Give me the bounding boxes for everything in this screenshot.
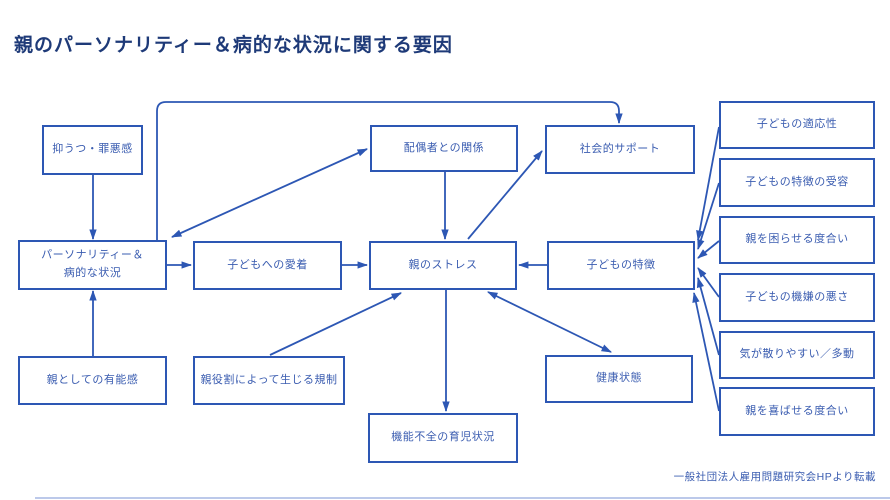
node-personality: パーソナリティー＆ 病的な状況 <box>18 240 167 290</box>
arrow-personality-to-social-support <box>156 101 623 240</box>
arrow-acceptance-to-childtraits <box>697 182 720 251</box>
node-parental-competence: 親としての有能感 <box>18 356 167 405</box>
node-dysfunctional-parenting: 機能不全の育児状況 <box>368 413 518 463</box>
node-moodiness: 子どもの機嫌の悪さ <box>719 273 875 322</box>
node-spouse-relationship: 配偶者との関係 <box>370 125 518 172</box>
source-citation: 一般社団法人雇用問題研究会HPより転載 <box>673 471 876 483</box>
arrow-stress-health-bidirectional <box>487 291 612 353</box>
page-title: 親のパーソナリティー＆病的な状況に関する要因 <box>14 35 453 56</box>
arrow-role-restrictions-to-stress <box>269 292 402 356</box>
arrow-distractibility-to-childtraits <box>696 276 720 356</box>
arrow-adaptability-to-childtraits <box>696 126 720 242</box>
node-child-attachment: 子どもへの愛着 <box>193 241 342 290</box>
node-depression: 抑うつ・罪悪感 <box>42 125 143 175</box>
node-health: 健康状態 <box>545 355 693 403</box>
node-distractibility: 気が散りやすい／多動 <box>719 331 875 379</box>
node-child-adaptability: 子どもの適応性 <box>719 101 875 149</box>
node-parent-stress: 親のストレス <box>369 241 517 290</box>
node-role-restrictions: 親役割によって生じる規制 <box>193 356 345 405</box>
node-social-support: 社会的サポート <box>545 125 695 174</box>
arrow-personality-spouse-bidirectional <box>171 148 368 238</box>
node-trait-acceptance: 子どもの特徴の受容 <box>719 158 875 207</box>
arrow-moodiness-to-childtraits <box>697 267 720 298</box>
arrow-troubling-to-childtraits <box>697 240 720 259</box>
node-pleasing-degree: 親を喜ばせる度合い <box>719 387 875 436</box>
arrow-pleasing-to-childtraits <box>692 291 720 412</box>
node-troubling-degree: 親を困らせる度合い <box>719 216 875 264</box>
arrow-stress-to-social-support <box>467 150 543 240</box>
node-child-traits: 子どもの特徴 <box>547 241 695 290</box>
